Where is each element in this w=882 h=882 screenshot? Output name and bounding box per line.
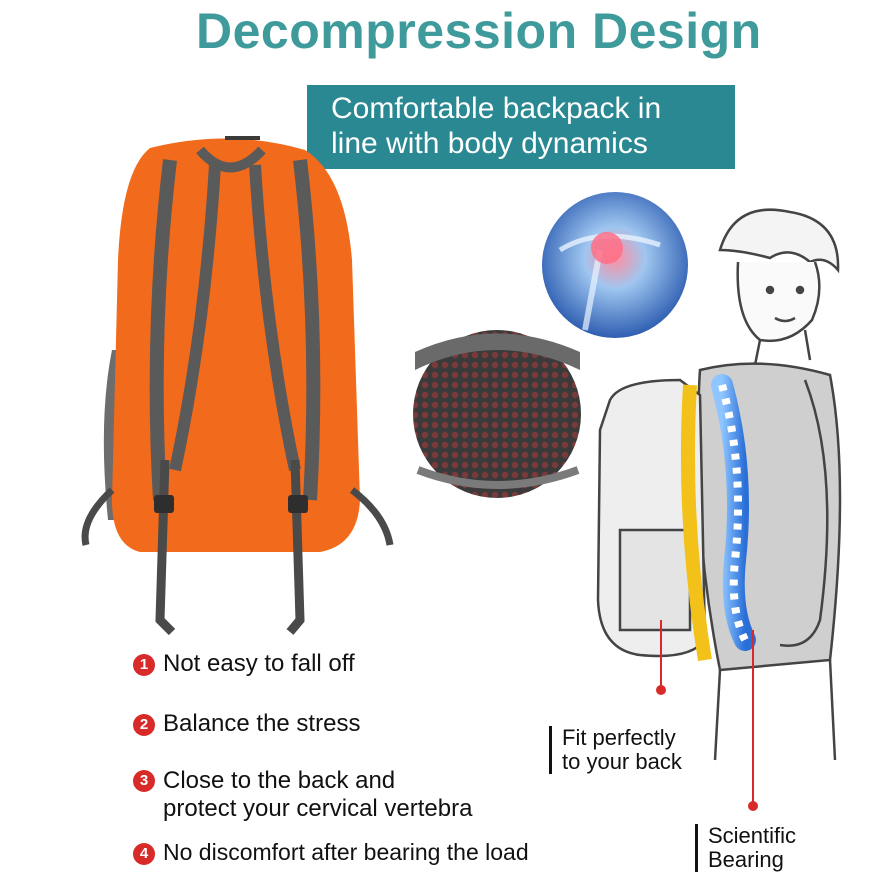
indicator-markers xyxy=(656,620,758,811)
feature-item-4: 4 No discomfort after bearing the load xyxy=(133,838,529,866)
shoulder-strap-left-inner xyxy=(169,164,221,472)
strap-webbing-left xyxy=(155,459,176,636)
feature-number-badge: 2 xyxy=(133,714,155,736)
person-arm xyxy=(779,379,829,647)
feature-text: Close to the back and protect your cervi… xyxy=(163,767,472,823)
feature-text: Not easy to fall off xyxy=(163,650,355,677)
feature-text-line-1: Close to the back and xyxy=(163,767,396,794)
feature-item-2: 2 Balance the stress xyxy=(133,710,360,738)
strap-webbing-right xyxy=(286,459,305,635)
person-legs xyxy=(713,659,837,761)
feature-number-badge: 1 xyxy=(133,654,155,676)
top-handle xyxy=(196,146,266,173)
person-sketch xyxy=(696,208,842,761)
shoulder-strap-right-outer xyxy=(293,159,321,501)
feature-text: Balance the stress xyxy=(163,710,361,737)
buckle-left xyxy=(154,495,174,513)
mesh-fabric-closeup xyxy=(413,330,581,498)
back-pad-yellow xyxy=(680,384,712,662)
side-strap-right xyxy=(349,487,394,546)
person-hair xyxy=(718,208,840,274)
orange-backpack xyxy=(81,136,394,636)
callout-bearing-line-2: Bearing xyxy=(708,847,784,872)
banner-line-1: Comfortable backpack in xyxy=(331,92,662,125)
worn-backpack-sketch xyxy=(596,378,712,662)
person-neck xyxy=(753,329,812,366)
shoulder-strap-left xyxy=(149,159,177,501)
callout-bearing: Scientific Bearing xyxy=(695,824,796,872)
feature-number-badge: 3 xyxy=(133,770,155,792)
tagline-banner: Comfortable backpack in line with body d… xyxy=(307,85,735,169)
feature-item-1: 1 Not easy to fall off xyxy=(133,650,355,678)
banner-line-2: line with body dynamics xyxy=(331,127,648,160)
shoulder-xray-image xyxy=(542,192,688,338)
backpack-body xyxy=(112,138,360,552)
callout-fit-line-2: to your back xyxy=(562,749,682,774)
callout-fit: Fit perfectly to your back xyxy=(549,726,682,774)
spine-graphic xyxy=(711,374,756,651)
page-title: Decompression Design xyxy=(196,3,762,59)
feature-number-badge: 4 xyxy=(133,843,155,865)
feature-text: No discomfort after bearing the load xyxy=(163,839,529,865)
shoulder-strap-right xyxy=(249,164,301,472)
feature-item-3: 3 Close to the back and protect your cer… xyxy=(133,767,472,823)
person-face xyxy=(736,261,821,343)
callout-fit-line-1: Fit perfectly xyxy=(562,725,676,750)
buckle-right xyxy=(288,495,308,513)
callout-bearing-line-1: Scientific xyxy=(708,823,797,848)
feature-text-line-2: protect your cervical vertebra xyxy=(163,795,473,822)
side-strap-left xyxy=(81,487,115,546)
